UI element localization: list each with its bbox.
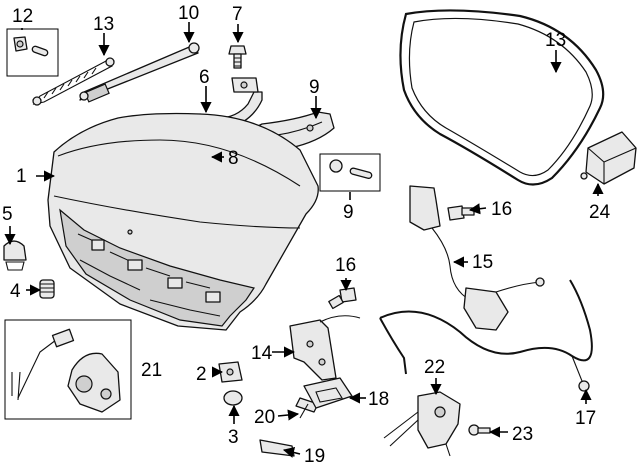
clip-part-12: [13, 36, 49, 57]
kit-box-21: [4, 319, 132, 420]
trunk-lid-part-1: [47, 112, 319, 331]
latch-part-14: [289, 315, 361, 381]
callout-13: 13: [545, 30, 566, 51]
lift-strut-part-11: [32, 57, 115, 106]
cap-part-3: [223, 390, 243, 406]
actuator-part-15: [409, 185, 545, 331]
callout-16b: 16: [335, 255, 356, 276]
module-part-24: [580, 131, 637, 185]
lock-kit-part-21: [11, 328, 121, 413]
callout-18: 18: [368, 389, 389, 410]
bumper-part-5: [3, 240, 27, 271]
callout-11: 13: [93, 14, 114, 35]
leader-lines: [4, 22, 604, 458]
handle-part-19: [259, 439, 295, 457]
callout-15: 15: [472, 252, 493, 273]
callout-6: 6: [199, 67, 210, 88]
callout-21: 21: [141, 360, 162, 381]
bolt-part-16-upper: [447, 205, 475, 221]
bolt-part-7: [228, 45, 247, 69]
callout-8: 8: [228, 148, 239, 169]
callout-10: 10: [178, 3, 199, 24]
callout-19: 19: [304, 446, 325, 465]
kit-box-9: [319, 153, 381, 192]
cable-part-17: [379, 279, 593, 392]
bolt-kit-part-9: [329, 159, 373, 179]
callout-12: 12: [12, 6, 33, 27]
callout-1: 1: [16, 166, 27, 187]
callout-24: 24: [589, 202, 611, 223]
bolt-part-23: [468, 424, 491, 436]
bolt-part-16-lower: [328, 287, 357, 310]
callout-16a: 16: [491, 199, 512, 220]
gas-strut-part-10: [79, 42, 200, 103]
callout-5: 5: [2, 204, 13, 225]
callout-20: 20: [254, 407, 275, 428]
callout-2: 2: [196, 364, 207, 385]
weatherstrip-part-13: [399, 9, 605, 186]
callout-7: 7: [232, 4, 243, 25]
callout-22: 22: [424, 357, 445, 378]
callout-9b: 9: [343, 202, 354, 223]
stopper-part-4: [39, 279, 55, 299]
kit-box-12: [6, 28, 59, 77]
callout-9a: 9: [309, 77, 320, 98]
callout-3: 3: [228, 427, 239, 448]
callout-17: 17: [575, 408, 596, 429]
callout-14: 14: [251, 343, 273, 364]
callout-23: 23: [512, 424, 533, 445]
callout-4: 4: [10, 281, 21, 302]
clip-part-2: [218, 361, 243, 383]
lock-assembly-part-22: [383, 391, 461, 457]
